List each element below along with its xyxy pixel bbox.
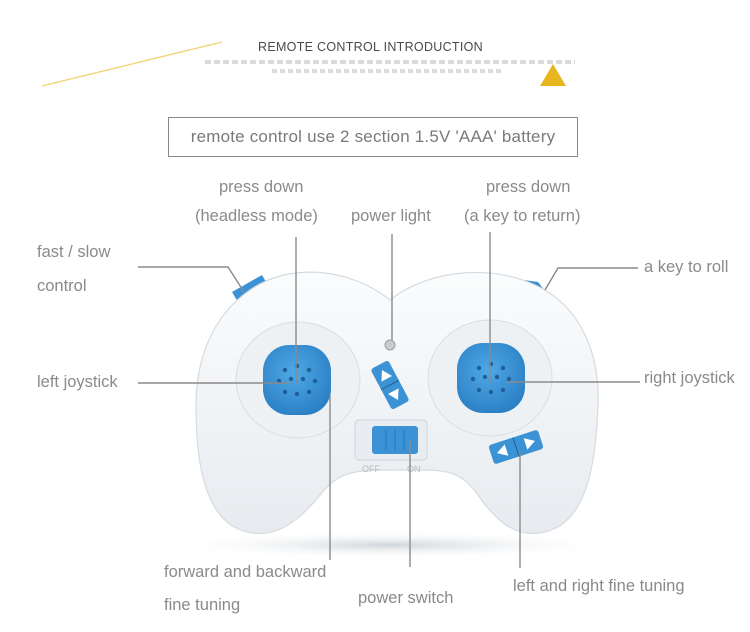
left-joystick[interactable] [263, 345, 331, 415]
label-press-down-left: press down [219, 178, 303, 197]
switch-off-text: OFF [362, 464, 380, 474]
label-power-light: power light [351, 207, 431, 226]
label-fast-slow: fast / slow [37, 243, 110, 262]
power-light-led [385, 340, 395, 350]
label-key-to-return: (a key to return) [464, 207, 580, 226]
leader-roll [545, 268, 638, 290]
label-press-down-right: press down [486, 178, 570, 197]
leader-fast-slow [138, 267, 244, 292]
label-headless-mode: (headless mode) [195, 207, 318, 226]
label-left-joystick: left joystick [37, 373, 118, 392]
header-gold-line [42, 42, 222, 86]
label-left-right-fine-tuning: left and right fine tuning [513, 577, 685, 596]
label-fine-tuning: fine tuning [164, 596, 240, 615]
label-key-to-roll: a key to roll [644, 258, 728, 277]
switch-on-text: ON [407, 464, 421, 474]
header-gold-triangle [540, 64, 566, 86]
label-control: control [37, 277, 87, 296]
label-forward-backward: forward and backward [164, 563, 326, 582]
label-right-joystick: right joystick [644, 369, 735, 388]
label-power-switch: power switch [358, 589, 453, 608]
right-joystick[interactable] [457, 343, 525, 413]
controller-shadow [160, 531, 620, 559]
